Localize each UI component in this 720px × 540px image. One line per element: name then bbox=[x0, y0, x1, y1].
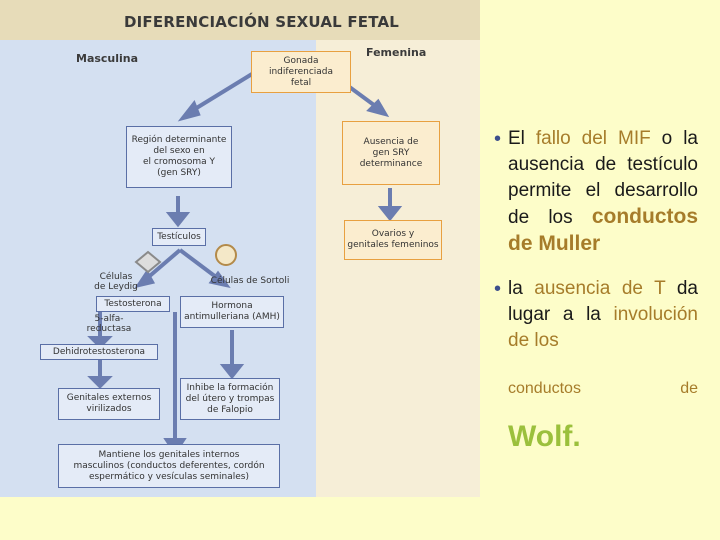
male-header: Masculina bbox=[76, 52, 139, 65]
diagram-arrows bbox=[87, 72, 403, 456]
bullet-1: • El fallo del MIF o la ausencia de test… bbox=[494, 126, 698, 258]
bullet-2-highlight-2: involución de los bbox=[508, 304, 698, 351]
bullet-2-line: conductos de bbox=[508, 376, 698, 402]
hormona-box: Hormona antimulleriana (AMH) bbox=[180, 296, 284, 328]
testosterona-box: Testosterona bbox=[96, 296, 170, 312]
bullet-2-wolf: Wolf. bbox=[508, 420, 581, 453]
female-header: Femenina bbox=[366, 46, 427, 59]
slide-text: • El fallo del MIF o la ausencia de test… bbox=[494, 126, 698, 454]
mantiene-box: Mantiene los genitales internos masculin… bbox=[58, 444, 280, 488]
bullet-1-emphasis: conductos de Muller bbox=[508, 205, 698, 255]
genitales-externos-box: Genitales externos virilizados bbox=[58, 388, 160, 420]
figure-title-bar: DIFERENCIACIÓN SEXUAL FETAL bbox=[0, 0, 480, 40]
ovarios-box: Ovarios y genitales femeninos bbox=[344, 220, 442, 260]
ausencia-sry-box: Ausencia de gen SRY determinance bbox=[342, 121, 440, 185]
bullet-2: • la ausencia de T da lugar a la involuc… bbox=[494, 276, 698, 454]
bullet-2-text-a: la bbox=[508, 278, 535, 299]
reductasa-label: 5-alfa- reductasa bbox=[86, 314, 132, 334]
leydig-label: Células de Leydig bbox=[94, 272, 138, 292]
sertoli-label: Células de Sortoli bbox=[210, 276, 290, 286]
female-panel bbox=[316, 40, 480, 497]
bullet-2-text-b: da lugar a la bbox=[508, 278, 698, 325]
bullet-2-de: de bbox=[680, 380, 698, 397]
bullet-dot: • bbox=[494, 128, 502, 150]
bullet-dot: • bbox=[494, 278, 502, 300]
inhibe-box: Inhibe la formación del útero y trompas … bbox=[180, 378, 280, 420]
bullet-1-text-b: o la ausencia de testículo permite el de… bbox=[508, 128, 698, 228]
gonada-box: Gonada indiferenciada fetal bbox=[251, 51, 351, 93]
diagram-figure: DIFERENCIACIÓN SEXUAL FETAL bbox=[0, 0, 480, 497]
dht-box: Dehidrotestosterona bbox=[40, 344, 158, 360]
figure-title: DIFERENCIACIÓN SEXUAL FETAL bbox=[124, 13, 400, 31]
bullet-2-highlight-1: ausencia de T bbox=[534, 278, 666, 299]
bullet-1-text-a: El bbox=[508, 128, 536, 149]
bullet-2-conductos: conductos bbox=[508, 380, 581, 397]
region-sry-box: Región determinante del sexo en el cromo… bbox=[126, 126, 232, 188]
testiculos-box: Testículos bbox=[152, 228, 206, 246]
bullet-1-highlight: fallo del MIF bbox=[535, 128, 651, 149]
